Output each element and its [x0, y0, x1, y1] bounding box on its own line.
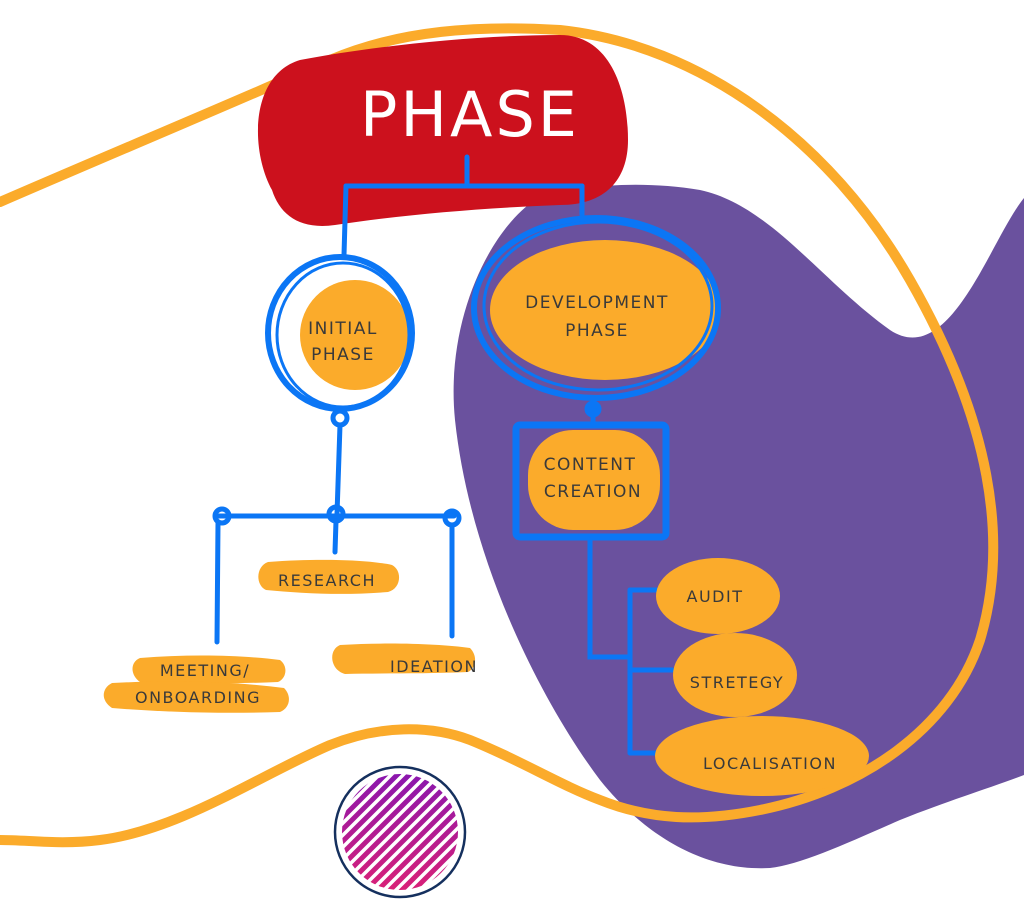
content-creation-fill	[528, 430, 660, 530]
meeting-onboarding-node[interactable]: MEETING/ ONBOARDING	[103, 655, 289, 713]
audit-node[interactable]: AUDIT	[656, 558, 780, 634]
initial-phase-fill	[300, 280, 410, 390]
audit-label: AUDIT	[687, 587, 744, 606]
localisation-node[interactable]: LOCALISATION	[655, 716, 869, 796]
emblem-stripe	[342, 774, 411, 890]
development-connectors	[584, 395, 602, 428]
emblem-stripe	[342, 774, 435, 890]
onboarding-label: ONBOARDING	[135, 688, 261, 707]
development-phase-label-2: PHASE	[565, 321, 629, 341]
research-label: RESEARCH	[278, 571, 376, 590]
content-creation-node[interactable]: CONTENT CREATION	[512, 421, 670, 541]
title-connectors	[341, 154, 585, 258]
emblem-stripe	[342, 774, 423, 890]
content-creation-frame	[512, 421, 670, 541]
localisation-label: LOCALISATION	[703, 754, 837, 773]
emblem-stripe	[389, 774, 458, 890]
development-phase-fill	[490, 240, 720, 380]
strategy-node[interactable]: STRETEGY	[673, 633, 797, 717]
development-phase-label-1: DEVELOPMENT	[525, 293, 669, 313]
emblem-stripe	[342, 774, 447, 890]
emblem-stripe	[353, 774, 458, 890]
initial-phase-node[interactable]: INITIAL PHASE	[265, 254, 415, 412]
initial-phase-label-1: INITIAL	[308, 319, 378, 339]
research-node[interactable]: RESEARCH	[258, 559, 400, 594]
ideation-node[interactable]: IDEATION	[332, 643, 478, 676]
development-phase-ring	[471, 215, 721, 401]
title-text: PHASE	[360, 78, 580, 151]
emblem-stripe	[377, 774, 458, 890]
content-creation-connectors	[587, 537, 675, 756]
initial-phase-connectors	[212, 408, 462, 645]
ideation-label: IDEATION	[390, 657, 478, 676]
creation-label: CREATION	[544, 482, 642, 502]
meeting-label: MEETING/	[160, 661, 250, 680]
initial-phase-label-2: PHASE	[311, 345, 375, 365]
development-phase-node[interactable]: DEVELOPMENT PHASE	[471, 215, 721, 401]
strategy-label: STRETEGY	[690, 673, 784, 692]
research-highlight	[258, 559, 400, 594]
emblem-stripe	[365, 774, 458, 890]
content-label: CONTENT	[544, 455, 637, 475]
title-pill	[257, 35, 628, 226]
orange-wave-curve	[0, 23, 999, 848]
